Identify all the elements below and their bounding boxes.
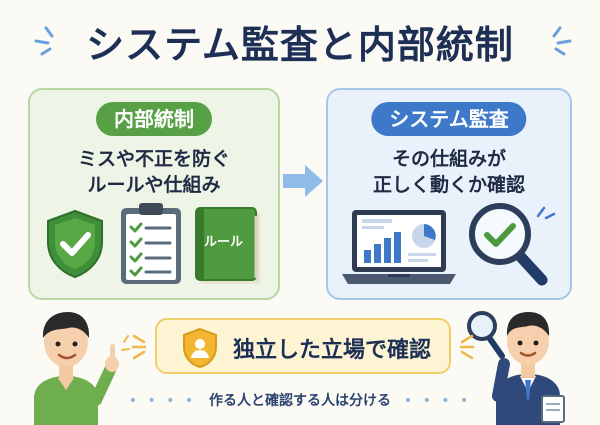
footer-caption: • • • • 作る人と確認する人は分ける • • • •	[0, 390, 600, 410]
system-audit-description-line-1: その仕組みが	[391, 148, 506, 170]
footer-dots-left: • • • •	[128, 393, 197, 409]
sparkle-right-icon	[552, 26, 572, 56]
user-shield-icon	[183, 327, 217, 369]
internal-control-heading: 内部統制	[96, 102, 212, 136]
system-audit-description: その仕組みが 正しく動くか確認	[328, 146, 570, 198]
magnifier-sparkle-icon	[536, 206, 556, 220]
sparkle-left-icon	[34, 26, 54, 56]
internal-control-panel: 内部統制 ミスや不正を防ぐ ルールや仕組み ルール	[28, 88, 280, 300]
internal-control-description: ミスや不正を防ぐ ルールや仕組み	[30, 146, 278, 198]
system-audit-description-line-2: 正しく動くか確認	[372, 174, 525, 196]
laptop-dashboard-icon	[342, 210, 456, 284]
system-audit-panel: システム監査 その仕組みが 正しく動くか確認	[326, 88, 572, 300]
developer-person-icon	[34, 312, 130, 425]
internal-control-description-line-2: ルールや仕組み	[87, 174, 221, 196]
magnifier-check-icon	[469, 203, 548, 286]
rule-book-label: ルール	[204, 235, 244, 250]
banner-sparkle-left-icon	[131, 334, 147, 360]
right-arrow-icon	[283, 165, 323, 197]
rule-book-icon	[195, 207, 260, 284]
system-audit-heading: システム監査	[371, 102, 527, 136]
footer-dots-right: • • • •	[403, 393, 472, 409]
banner-sparkle-right-icon	[459, 334, 475, 360]
independent-check-text: 独立した立場で確認	[233, 338, 432, 363]
shield-check-icon	[47, 209, 103, 279]
checklist-clipboard-icon	[121, 203, 181, 284]
footer-text: 作る人と確認する人は分ける	[209, 393, 391, 409]
independent-check-banner: 独立した立場で確認	[155, 318, 451, 374]
internal-control-description-line-1: ミスや不正を防ぐ	[77, 148, 230, 170]
auditor-person-icon	[467, 311, 565, 425]
page-title: システム監査と内部統制	[86, 23, 514, 67]
